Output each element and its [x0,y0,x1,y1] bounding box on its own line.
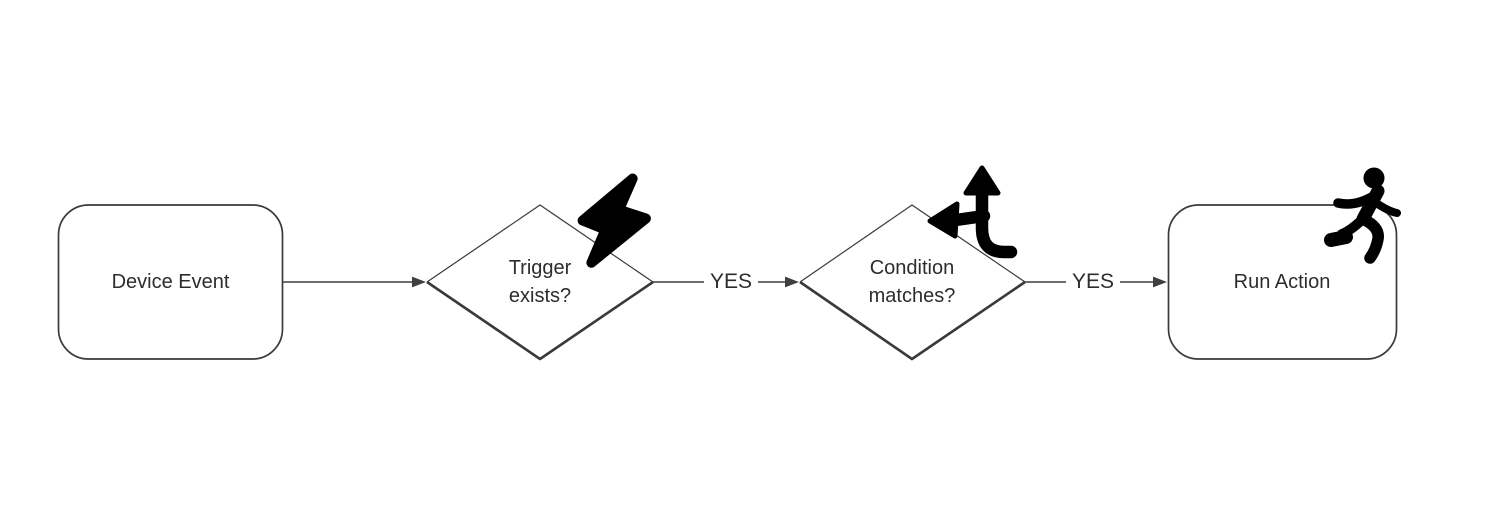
up-arrowhead [963,165,1001,196]
edge-label-yes-2: YES [1066,262,1120,302]
arrowhead-icon [1153,276,1167,288]
left-branch-path [949,209,991,227]
diamond-bottom-edges [799,280,1026,361]
lightning-bolt-path [577,173,651,268]
node-label-condition-matches: Condition matches? [868,257,956,307]
runner-front-leg [1357,213,1384,264]
person-running-icon [1324,167,1401,264]
edge-device-event-to-trigger-exists [283,276,426,288]
node-device-event [57,204,284,360]
rounded-rectangle-shape [57,204,284,360]
arrowhead-icon [785,276,799,288]
runner-back-shoe [1324,230,1353,247]
node-label-device-event: Device Event [111,271,230,293]
node-label-trigger-exists: Trigger exists? [508,257,572,307]
edge-trigger-exists-to-condition-matches [653,276,799,288]
runner-rear-arm [1368,196,1401,217]
stem-path [975,181,1018,259]
lightning-bolt-icon [577,173,651,268]
diamond-top-edges [799,204,1026,283]
edge-condition-matches-to-run-action [1025,276,1167,288]
diamond-bottom-edges [426,280,654,361]
edge-label-yes-1: YES [704,262,758,302]
node-condition-matches [799,204,1026,361]
split-arrows-icon [927,165,1018,259]
node-label-run-action: Run Action [1233,271,1331,293]
runner-head [1363,167,1385,189]
left-arrowhead [927,201,960,239]
diamond-top-edges [426,204,654,283]
arrowhead-icon [412,276,426,288]
